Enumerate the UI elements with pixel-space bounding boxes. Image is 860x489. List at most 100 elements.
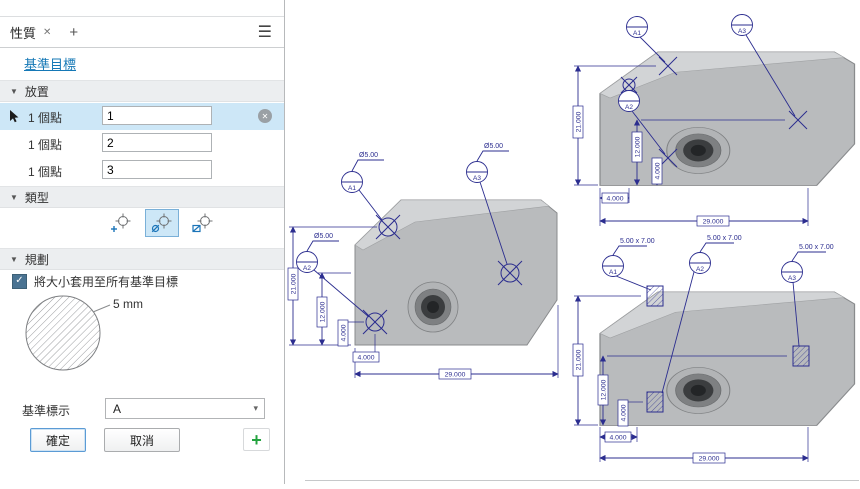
drawing-canvas[interactable]: A1 A2 A3 Ø5.00 Ø5.00 Ø5.00 [285, 0, 860, 484]
select-arrow-icon [10, 110, 19, 123]
point-ref-input-3[interactable] [102, 160, 212, 179]
size-callout[interactable]: 5.00 x 7.00 [699, 235, 742, 253]
dimension[interactable]: 21.000 [572, 295, 641, 426]
svg-text:29.000: 29.000 [445, 372, 466, 379]
datum-balloon[interactable]: A1 [602, 255, 624, 277]
view-bottom-right[interactable]: A1 A2 A3 5.00 x 7.00 5.00 x 7.00 5.00 x … [572, 235, 856, 464]
datum-balloon[interactable]: A3 [466, 161, 488, 183]
svg-text:5.00 x 7.00: 5.00 x 7.00 [799, 244, 834, 251]
size-callout[interactable]: Ø5.00 [306, 233, 339, 252]
add-datum-target-button[interactable]: + [243, 428, 270, 451]
datum-balloon[interactable]: A1 [626, 16, 648, 38]
dimension[interactable]: 21.000 [287, 226, 377, 346]
point-ref-input-1[interactable] [102, 106, 212, 125]
dimension[interactable]: 4.000 [599, 427, 638, 462]
datum-target-area[interactable] [646, 285, 664, 307]
ok-button[interactable]: 確定 [30, 428, 86, 452]
dimension[interactable]: 12.000 [631, 119, 785, 186]
placement-row-3[interactable]: 1 個點 [0, 157, 284, 184]
section-label: 放置 [24, 84, 49, 99]
row-label: 1 個點 [28, 138, 63, 152]
placement-row-1[interactable]: 1 個點 ✕ [0, 103, 284, 130]
tab-close-icon[interactable]: ✕ [43, 26, 52, 38]
cancel-button[interactable]: 取消 [104, 428, 180, 452]
datum-balloon[interactable]: A3 [781, 261, 803, 283]
svg-text:4.000: 4.000 [609, 435, 626, 442]
datum-target-area[interactable] [646, 391, 664, 413]
point-target-icon [111, 213, 131, 232]
preview-leader-line [92, 304, 111, 313]
size-callout[interactable]: 5.00 x 7.00 [791, 244, 834, 262]
svg-text:Ø5.00: Ø5.00 [359, 152, 378, 159]
datum-target-point[interactable] [497, 260, 523, 286]
section-type-header[interactable]: ▼ 類型 [0, 186, 284, 208]
menu-icon[interactable]: ☰ [257, 24, 272, 41]
section-label: 類型 [24, 190, 49, 205]
dropdown-arrow-icon: ▾ [253, 403, 258, 413]
view-top-right[interactable]: A1 A2 A3 21.000 12.000 4.000 [572, 14, 856, 227]
dimension[interactable]: 4.000 [599, 188, 630, 226]
dimension[interactable]: 21.000 [572, 65, 656, 186]
placement-row-2[interactable]: 1 個點 [0, 130, 284, 157]
svg-text:5.00 x 7.00: 5.00 x 7.00 [707, 235, 742, 242]
leader-line [358, 189, 383, 221]
size-callout[interactable]: Ø5.00 [476, 143, 509, 162]
datum-target-point[interactable] [658, 56, 678, 76]
size-preview: 5 mm [25, 295, 143, 371]
collapse-icon: ▼ [10, 86, 18, 96]
svg-text:A2: A2 [625, 104, 633, 111]
svg-text:A3: A3 [788, 275, 796, 282]
dimension[interactable]: 29.000 [599, 188, 809, 227]
svg-text:21.000: 21.000 [576, 111, 583, 132]
svg-text:29.000: 29.000 [699, 456, 720, 463]
type-area-button[interactable] [186, 209, 220, 237]
dimension[interactable]: 29.000 [354, 305, 559, 380]
part-model[interactable] [599, 291, 856, 427]
svg-text:5.00 x 7.00: 5.00 x 7.00 [620, 238, 655, 245]
tab-title: 性質 [10, 25, 37, 41]
size-callout[interactable]: 5.00 x 7.00 [612, 238, 655, 256]
section-plan-header[interactable]: ▼ 規劃 [0, 248, 284, 270]
datum-select[interactable]: A ▾ [105, 398, 265, 419]
clear-icon[interactable]: ✕ [258, 109, 272, 123]
apply-all-checkbox[interactable]: ✓ [12, 274, 27, 289]
dimension[interactable]: 12.000 [597, 355, 787, 426]
part-model[interactable] [354, 199, 558, 346]
datum-target-point[interactable] [375, 214, 401, 240]
dimension[interactable]: 12.000 [316, 272, 351, 346]
datum-balloon[interactable]: A2 [296, 251, 318, 273]
row-label: 1 個點 [28, 165, 63, 179]
target-type-toolbar [104, 209, 220, 237]
leader-line [792, 281, 800, 347]
dimension[interactable]: 4.000 [651, 157, 663, 186]
leader-line [631, 110, 666, 155]
svg-text:4.000: 4.000 [606, 196, 623, 203]
size-callout[interactable]: Ø5.00 [351, 152, 384, 172]
section-placement-header[interactable]: ▼ 放置 [0, 80, 284, 102]
tab-properties[interactable]: 性質 ✕ [0, 17, 61, 47]
svg-text:12.000: 12.000 [320, 301, 327, 322]
type-circle-button[interactable] [145, 209, 179, 237]
type-point-button[interactable] [104, 209, 138, 237]
point-ref-input-2[interactable] [102, 133, 212, 152]
dimension[interactable]: 29.000 [599, 427, 809, 464]
datum-balloon[interactable]: A1 [341, 171, 363, 193]
dimension[interactable]: 4.000 [337, 319, 364, 347]
datum-target-point[interactable] [788, 110, 808, 130]
datum-target-area[interactable] [792, 345, 810, 367]
datum-balloon[interactable]: A2 [689, 252, 711, 274]
tab-add-button[interactable]: + [69, 23, 79, 41]
view-front[interactable]: A1 A2 A3 Ø5.00 Ø5.00 Ø5.00 [287, 143, 559, 380]
datum-label: 基準標示 [22, 404, 71, 418]
tab-bar: 性質 ✕ + ☰ [0, 16, 284, 48]
datum-select-value: A [113, 401, 122, 416]
datum-target-point[interactable] [362, 309, 388, 335]
datum-balloon[interactable]: A3 [731, 14, 753, 36]
svg-text:A2: A2 [696, 266, 704, 273]
svg-text:12.000: 12.000 [635, 136, 642, 157]
datum-balloon[interactable]: A2 [618, 90, 640, 112]
dimension[interactable]: 4.000 [617, 399, 643, 427]
datum-target-link[interactable]: 基準目標 [24, 57, 77, 72]
size-preview-label: 5 mm [113, 297, 143, 311]
svg-text:A1: A1 [633, 30, 641, 37]
